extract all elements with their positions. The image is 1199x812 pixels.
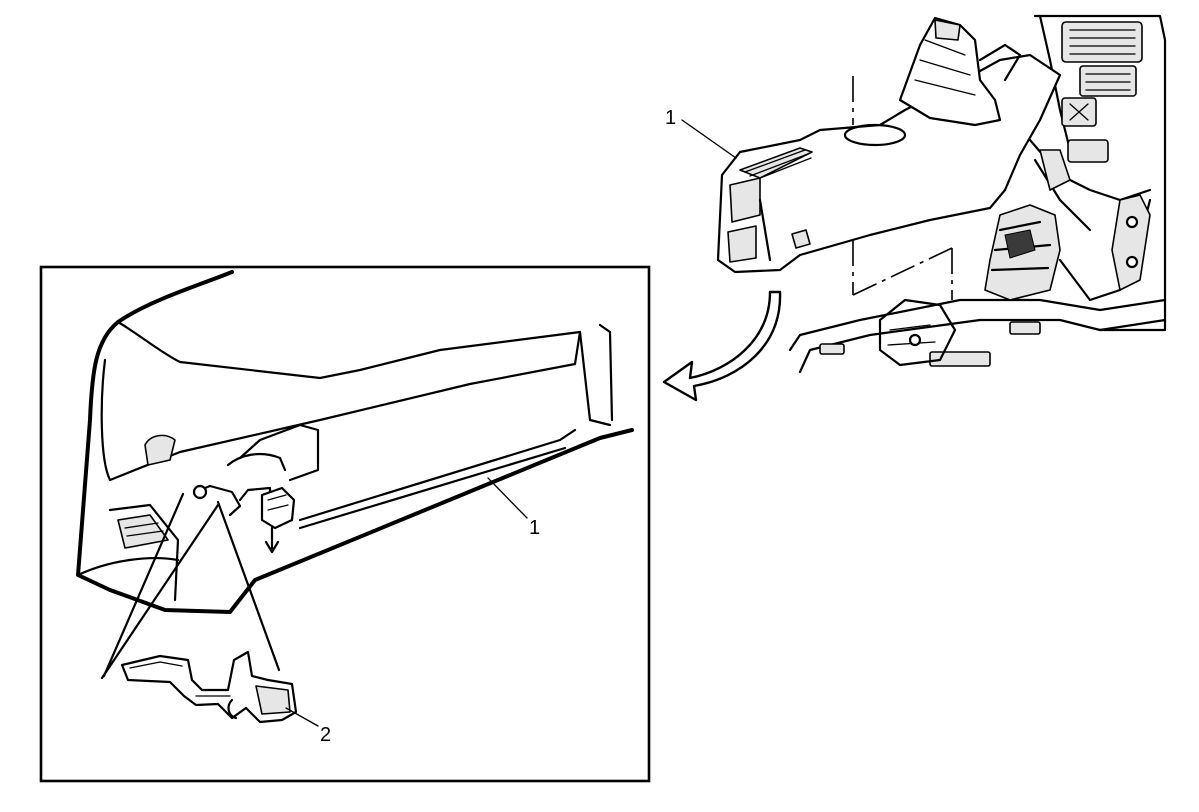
center-console-overview (716, 16, 1062, 274)
callout-2-detail: 2 (285, 707, 331, 746)
console-pocket (144, 434, 176, 466)
callout-1-overview: 1 (665, 107, 737, 159)
control-knob (1067, 139, 1109, 163)
callout-label: 2 (320, 724, 331, 746)
console-underside (76, 270, 634, 614)
detail-arrow (662, 290, 782, 402)
wiring-bracket (120, 650, 298, 724)
callout-label: 1 (665, 107, 676, 129)
leader-line (487, 477, 528, 519)
callout-label: 1 (529, 517, 540, 539)
vent-center (1079, 65, 1137, 97)
detail-view: 1 2 (39, 265, 651, 783)
bracket-tab (255, 685, 291, 715)
armrest-lid (898, 16, 1002, 127)
floor-slot (929, 351, 991, 367)
cup-holder (843, 123, 907, 147)
floor-tab-left (819, 343, 845, 355)
callout-1-detail: 1 (487, 477, 540, 539)
shifter-assembly (878, 149, 1152, 367)
vent-louvers (1069, 29, 1136, 55)
console-ribbing (744, 149, 812, 181)
rear-vent (729, 177, 761, 223)
leader-line (681, 119, 737, 159)
rear-outlet (727, 225, 757, 263)
mounting-clip (192, 484, 296, 554)
clip-direction-arrow (264, 526, 280, 554)
floor-trim (788, 298, 1167, 374)
leader-line (285, 707, 319, 727)
curved-arrow-icon (662, 290, 782, 402)
projection-lines (100, 492, 281, 680)
console-clip-overview (791, 229, 811, 249)
vent-upper (1061, 21, 1143, 63)
floor-tab-right (1009, 321, 1041, 335)
vehicle-interior-overview: 1 (662, 14, 1167, 402)
removal-guide-lines (852, 76, 953, 300)
instrument-panel (1028, 14, 1167, 332)
